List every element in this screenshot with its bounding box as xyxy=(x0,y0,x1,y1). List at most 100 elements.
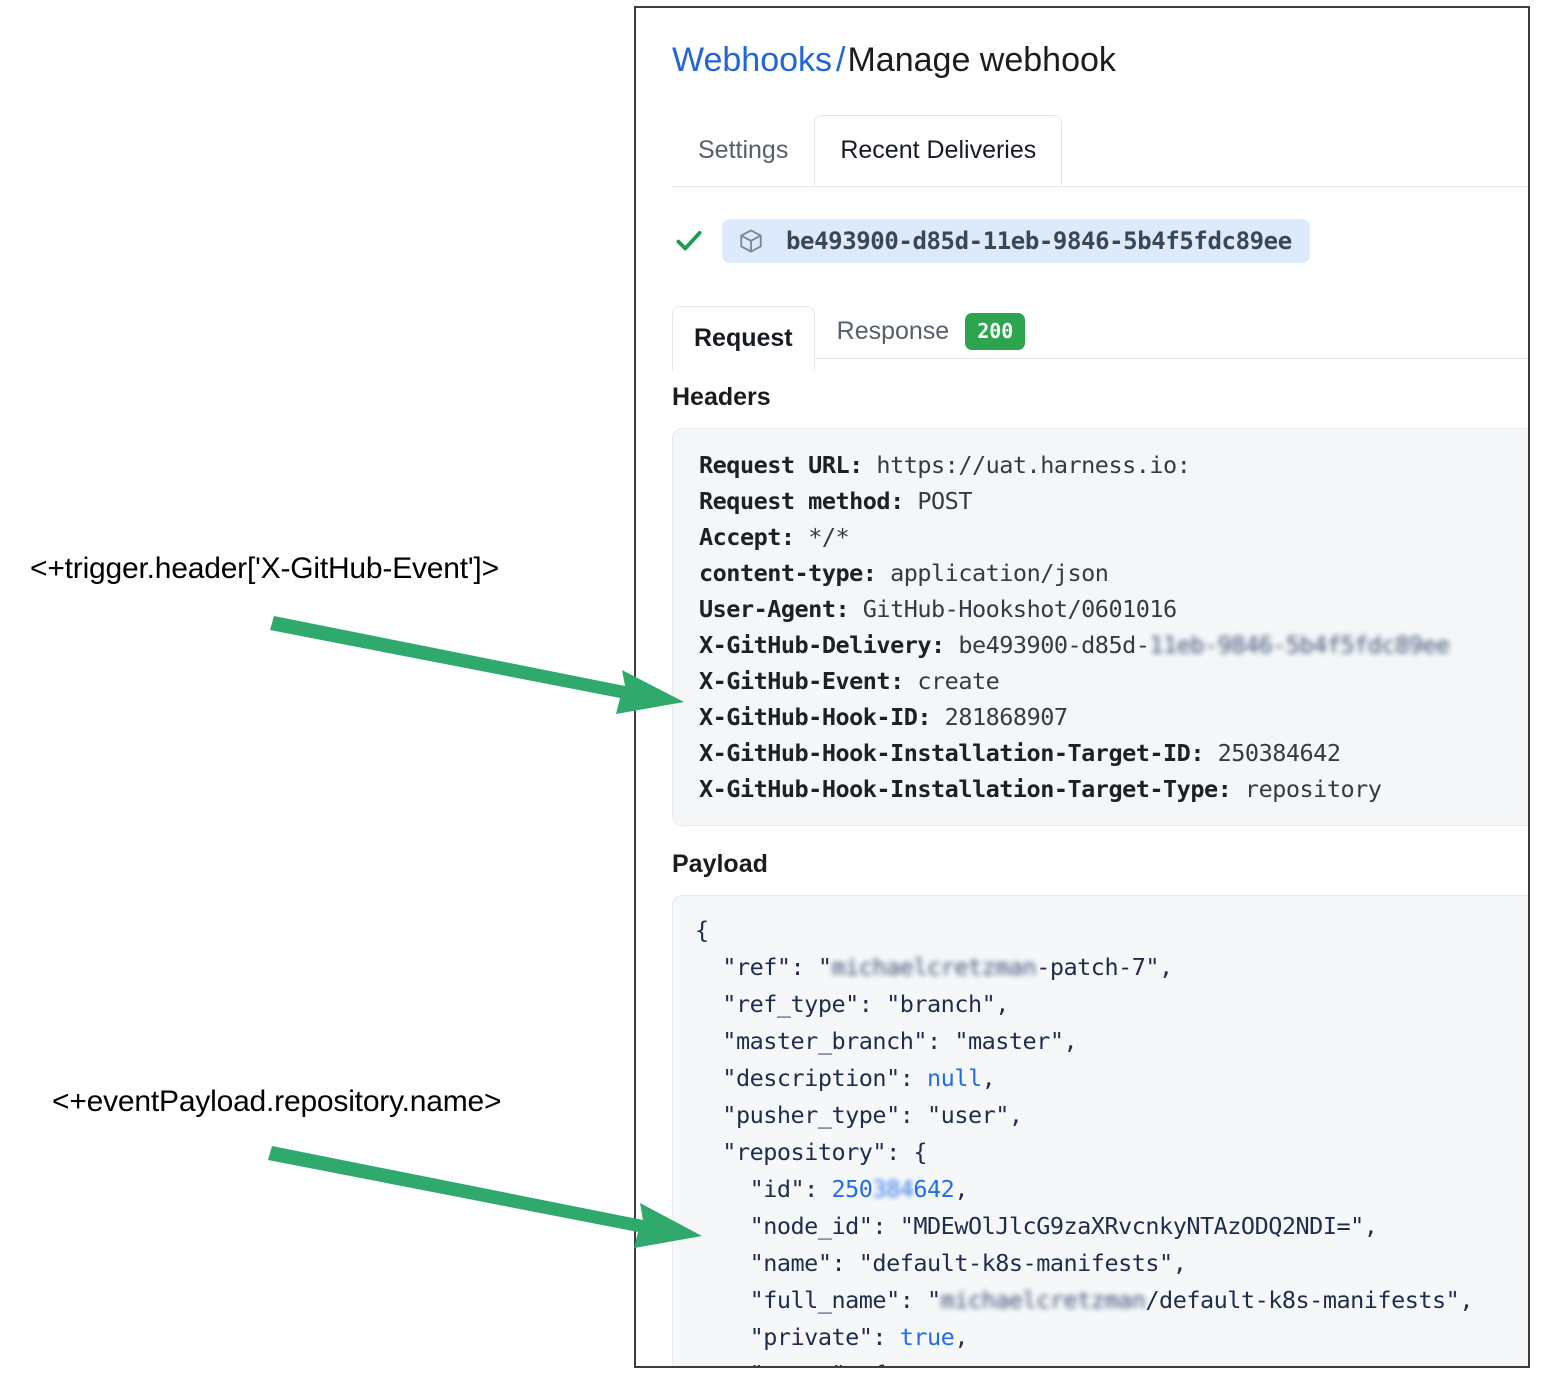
indent xyxy=(695,1175,750,1203)
header-key: User-Agent: xyxy=(699,595,850,624)
header-value: repository xyxy=(1231,775,1382,804)
payload-text: "full_name": " xyxy=(749,1286,942,1315)
payload-line: "owner": { xyxy=(695,1356,1528,1366)
header-key: Request URL: xyxy=(699,451,863,480)
redacted-number: 384 xyxy=(872,1175,914,1204)
webhook-panel: Webhooks/Manage webhook Settings Recent D… xyxy=(634,6,1530,1368)
payload-section-label: Payload xyxy=(672,850,768,879)
headers-section-label: Headers xyxy=(672,383,771,412)
indent xyxy=(695,1360,750,1366)
payload-line: "name": "default-k8s-manifests", xyxy=(695,1245,1528,1282)
payload-text: "master_branch": "master", xyxy=(722,1027,1078,1056)
payload-literal: true xyxy=(899,1323,955,1352)
indent xyxy=(695,1212,750,1240)
header-value: application/json xyxy=(876,559,1109,588)
indent xyxy=(695,1286,750,1314)
payload-literal: null xyxy=(927,1064,982,1093)
payload-text: "id": xyxy=(749,1175,832,1204)
header-key: X-GitHub-Hook-Installation-Target-Type: xyxy=(699,775,1232,804)
header-key: content-type: xyxy=(699,559,877,588)
header-line: X-GitHub-Event: create xyxy=(699,663,1528,699)
payload-text: "node_id": "MDEwOlJlcG9zaXRvcnkyNTAzODQ2… xyxy=(749,1212,1378,1241)
redacted-text: 11eb-9846-5b4f5fdc89ee xyxy=(1149,631,1450,660)
payload-text: "name": "default-k8s-manifests", xyxy=(749,1249,1187,1278)
header-line: Request method: POST xyxy=(699,483,1528,519)
delivery-row[interactable]: be493900-d85d-11eb-9846-5b4f5fdc89ee xyxy=(636,187,1528,267)
annotation-label-trigger-header: <+trigger.header['X-GitHub-Event']> xyxy=(30,552,499,585)
header-value: https://uat.harness.io: xyxy=(862,451,1191,480)
payload-line: "master_branch": "master", xyxy=(695,1023,1528,1060)
header-value: */* xyxy=(794,523,850,552)
payload-line: { xyxy=(695,912,1528,949)
payload-text: "private": xyxy=(749,1323,900,1352)
header-line: Accept: */* xyxy=(699,519,1528,555)
header-value: POST xyxy=(903,487,972,516)
payload-text: , xyxy=(954,1323,968,1352)
header-key: X-GitHub-Hook-Installation-Target-ID: xyxy=(699,739,1204,768)
header-line: User-Agent: GitHub-Hookshot/0601016 xyxy=(699,591,1528,627)
header-key: X-GitHub-Hook-ID: xyxy=(699,703,932,732)
payload-code-block: { "ref": "michaelcretzman-patch-7", "ref… xyxy=(672,895,1528,1366)
header-value: create xyxy=(903,667,1000,696)
tab-response[interactable]: Response 200 xyxy=(815,293,1048,370)
payload-text: "pusher_type": "user", xyxy=(722,1101,1023,1130)
header-key: X-GitHub-Event: xyxy=(699,667,904,696)
breadcrumb-separator: / xyxy=(836,41,846,79)
indent xyxy=(695,1101,722,1129)
payload-line: "repository": { xyxy=(695,1134,1528,1171)
indent xyxy=(695,990,722,1018)
breadcrumb: Webhooks/Manage webhook xyxy=(636,8,1528,79)
payload-line: "ref_type": "branch", xyxy=(695,986,1528,1023)
payload-text: "owner": { xyxy=(750,1360,887,1366)
header-key: Request method: xyxy=(699,487,904,516)
header-line: content-type: application/json xyxy=(699,555,1528,591)
indent xyxy=(695,953,722,981)
payload-text: "ref_type": "branch", xyxy=(722,990,1009,1019)
header-key: X-GitHub-Delivery: xyxy=(699,631,945,660)
annotation-arrow-1 xyxy=(270,616,684,714)
payload-line: "pusher_type": "user", xyxy=(695,1097,1528,1134)
header-line: Request URL: https://uat.harness.io: xyxy=(699,447,1528,483)
headers-code-block: Request URL: https://uat.harness.io:Requ… xyxy=(672,428,1528,827)
tab-recent-deliveries[interactable]: Recent Deliveries xyxy=(814,115,1063,187)
payload-line: "description": null, xyxy=(695,1060,1528,1097)
payload-text: -patch-7", xyxy=(1036,953,1173,982)
payload-line: "ref": "michaelcretzman-patch-7", xyxy=(695,949,1528,986)
redacted-text: michaelcretzman xyxy=(831,953,1037,982)
payload-text: /default-k8s-manifests", xyxy=(1145,1286,1473,1315)
header-line: X-GitHub-Hook-ID: 281868907 xyxy=(699,699,1528,735)
payload-text: "ref": " xyxy=(722,953,832,982)
status-badge: 200 xyxy=(965,313,1026,351)
tab-settings[interactable]: Settings xyxy=(698,136,789,165)
indent xyxy=(695,1138,722,1166)
indent xyxy=(695,1027,722,1055)
payload-text: , xyxy=(981,1064,996,1093)
package-icon xyxy=(740,229,762,253)
header-line: X-GitHub-Hook-Installation-Target-Type: … xyxy=(699,771,1528,807)
payload-number: 250 xyxy=(831,1175,873,1204)
payload-line: "id": 250384642, xyxy=(695,1171,1528,1208)
check-icon xyxy=(676,231,702,251)
indent xyxy=(695,1064,722,1092)
delivery-id-pill[interactable]: be493900-d85d-11eb-9846-5b4f5fdc89ee xyxy=(722,219,1310,264)
webhook-tablist: Settings Recent Deliveries xyxy=(636,115,1528,188)
tab-request-label: Request xyxy=(694,324,793,353)
header-value: 250384642 xyxy=(1203,739,1341,768)
header-value: 281868907 xyxy=(931,703,1068,732)
payload-text: "description": xyxy=(722,1064,928,1093)
redacted-text: michaelcretzman xyxy=(940,1286,1146,1315)
breadcrumb-link-webhooks[interactable]: Webhooks xyxy=(672,41,833,79)
payload-number: 642 xyxy=(913,1175,955,1204)
annotation-label-event-payload: <+eventPayload.repository.name> xyxy=(52,1085,502,1118)
header-key: Accept: xyxy=(699,523,795,552)
payload-text: , xyxy=(954,1175,968,1204)
delivery-tablist: Request Response 200 xyxy=(636,293,1528,372)
header-line: X-GitHub-Hook-Installation-Target-ID: 25… xyxy=(699,735,1528,771)
payload-line: "full_name": "michaelcretzman/default-k8… xyxy=(695,1282,1528,1319)
payload-text: "repository": { xyxy=(722,1138,928,1167)
indent xyxy=(695,1249,750,1277)
tab-response-label: Response xyxy=(836,317,950,346)
tab-request[interactable]: Request xyxy=(672,306,815,372)
payload-line: "private": true, xyxy=(695,1319,1528,1356)
payload-text: { xyxy=(695,916,709,945)
